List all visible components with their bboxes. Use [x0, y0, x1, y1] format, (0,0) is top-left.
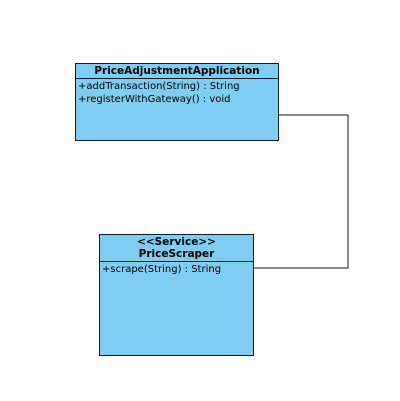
association-line	[254, 114, 349, 269]
operation-add-transaction: +addTransaction(String) : String	[78, 81, 240, 92]
class-header: <<Service>> PriceScraper	[100, 235, 253, 262]
operation-register-with-gateway: +registerWithGateway() : void	[78, 94, 231, 105]
class-box-price-adjustment-application[interactable]: PriceAdjustmentApplication +addTransacti…	[75, 63, 279, 141]
operation-scrape: +scrape(String) : String	[102, 264, 222, 275]
operations-compartment: +addTransaction(String) : String +regist…	[76, 79, 278, 106]
class-name: PriceAdjustmentApplication	[94, 65, 260, 77]
class-header: PriceAdjustmentApplication	[76, 64, 278, 79]
operations-compartment: +scrape(String) : String	[100, 262, 253, 276]
class-box-price-scraper[interactable]: <<Service>> PriceScraper +scrape(String)…	[99, 234, 254, 356]
class-stereotype: <<Service>>	[137, 236, 216, 248]
class-name: PriceScraper	[138, 248, 215, 260]
